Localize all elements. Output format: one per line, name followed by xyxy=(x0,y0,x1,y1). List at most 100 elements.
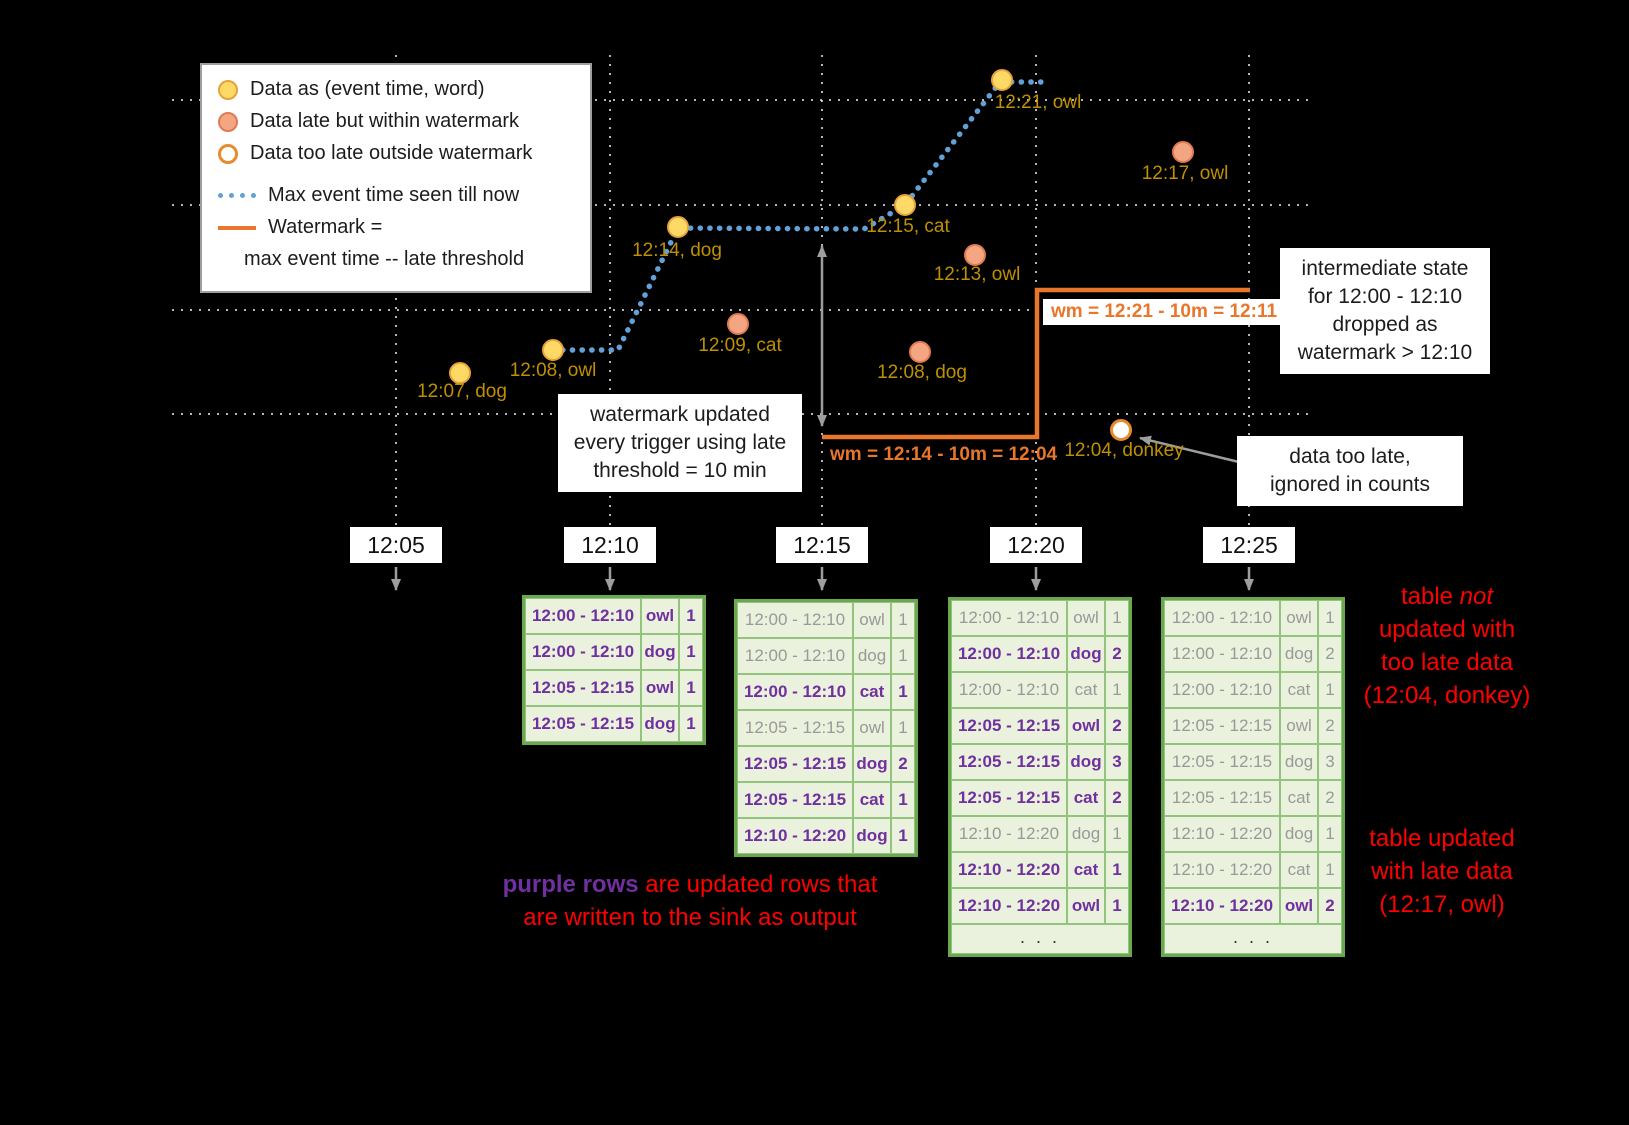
table-cell-word: dog xyxy=(853,638,891,674)
table-cell-count: 3 xyxy=(1318,744,1342,780)
trigger-time-12-15: 12:15 xyxy=(776,527,868,563)
data-point-toolate xyxy=(1110,419,1132,441)
table-cell-count: 1 xyxy=(679,670,703,706)
table-cell-count: 1 xyxy=(1105,600,1129,636)
trigger-time-12-05: 12:05 xyxy=(350,527,442,563)
table-cell-window: 12:00 - 12:10 xyxy=(1164,600,1280,636)
legend-label: Data late but within watermark xyxy=(250,110,520,132)
table-cell-word: cat xyxy=(853,782,891,818)
legend-label: max event time -- late threshold xyxy=(244,248,525,270)
max-event-time-line-icon xyxy=(218,193,256,198)
data-point-ontime xyxy=(542,339,564,361)
table-cell-count: 2 xyxy=(1105,708,1129,744)
note-italic: not xyxy=(1459,583,1494,610)
table-cell-window: 12:05 - 12:15 xyxy=(951,780,1067,816)
table-cell-word: cat xyxy=(1067,672,1105,708)
table-cell-count: 1 xyxy=(1318,852,1342,888)
table-cell-count: 1 xyxy=(891,710,915,746)
table-cell-count: 1 xyxy=(1105,816,1129,852)
table-cell-window: 12:00 - 12:10 xyxy=(1164,636,1280,672)
callout-line: watermark > 12:10 xyxy=(1297,341,1473,364)
table-cell-word: dog xyxy=(1067,636,1105,672)
table-cell-word: owl xyxy=(1280,600,1318,636)
watermark-line-icon xyxy=(218,225,256,230)
table-cell-window: 12:10 - 12:20 xyxy=(1164,816,1280,852)
intermediate-state-callout: intermediate state for 12:00 - 12:10 dro… xyxy=(1280,248,1490,374)
table-cell-window: 12:05 - 12:15 xyxy=(951,708,1067,744)
table-cell-count: 1 xyxy=(891,602,915,638)
watermark-value-label-1: wm = 12:14 - 10m = 12:04 xyxy=(830,444,1058,465)
data-point-label: 12:08, dog xyxy=(877,362,967,383)
table-cell-word: cat xyxy=(1280,852,1318,888)
table-cell-word: cat xyxy=(1280,780,1318,816)
purple-rows-note: purple rows are updated rows that are wr… xyxy=(480,868,900,934)
table-cell-count: 2 xyxy=(1318,780,1342,816)
legend-item-watermark: Watermark = xyxy=(218,216,580,239)
table-cell-word: cat xyxy=(853,674,891,710)
table-cell-count: 2 xyxy=(1105,636,1129,672)
table-cell-window: 12:10 - 12:20 xyxy=(1164,888,1280,924)
too-late-callout: data too late, ignored in counts xyxy=(1237,436,1463,506)
table-cell-word: dog xyxy=(641,634,679,670)
ontime-point-icon xyxy=(218,79,238,100)
note-line: are written to the sink as output xyxy=(523,904,857,931)
table-cell-word: owl xyxy=(853,710,891,746)
table-cell-count: 1 xyxy=(1105,672,1129,708)
table-cell-window: 12:05 - 12:15 xyxy=(1164,780,1280,816)
note-line: table updated xyxy=(1369,825,1515,852)
data-point-label: 12:04, donkey xyxy=(1064,440,1184,461)
table-cell-word: dog xyxy=(853,746,891,782)
trigger-time-12-10: 12:10 xyxy=(564,527,656,563)
legend: Data as (event time, word) Data late but… xyxy=(200,63,592,293)
table-ellipsis-row: . . . xyxy=(951,924,1129,954)
table-cell-count: 1 xyxy=(1318,816,1342,852)
too-late-point-icon xyxy=(218,143,238,164)
table-cell-count: 1 xyxy=(891,818,915,854)
table-cell-count: 1 xyxy=(679,706,703,742)
legend-label: Max event time seen till now xyxy=(268,184,520,206)
table-cell-word: cat xyxy=(1280,672,1318,708)
legend-item-toolate: Data too late outside watermark xyxy=(218,142,580,165)
note-line: too late data xyxy=(1380,649,1514,676)
table-cell-count: 1 xyxy=(891,782,915,818)
table-cell-window: 12:00 - 12:10 xyxy=(951,672,1067,708)
table-cell-count: 1 xyxy=(1105,888,1129,924)
data-point-label: 12:13, owl xyxy=(933,264,1021,285)
table-cell-count: 2 xyxy=(1105,780,1129,816)
table-cell-word: owl xyxy=(1067,708,1105,744)
table-cell-word: owl xyxy=(641,670,679,706)
table-cell-count: 2 xyxy=(1318,708,1342,744)
callout-line: watermark updated xyxy=(590,403,770,426)
watermark-value-label-2: wm = 12:21 - 10m = 12:11 xyxy=(1043,299,1286,325)
legend-label: Data too late outside watermark xyxy=(250,142,533,164)
note-line: with late data xyxy=(1371,858,1513,885)
note-line: are updated rows that xyxy=(638,871,878,898)
data-point-label: 12:07, dog xyxy=(417,381,507,402)
table-cell-window: 12:05 - 12:15 xyxy=(737,746,853,782)
table-cell-window: 12:00 - 12:10 xyxy=(737,674,853,710)
table-cell-count: 1 xyxy=(891,638,915,674)
table-cell-window: 12:05 - 12:15 xyxy=(1164,708,1280,744)
data-point-label: 12:21, owl xyxy=(994,92,1082,113)
table-cell-word: dog xyxy=(853,818,891,854)
table-cell-window: 12:00 - 12:10 xyxy=(737,602,853,638)
table-cell-word: owl xyxy=(853,602,891,638)
table-cell-count: 1 xyxy=(1105,852,1129,888)
